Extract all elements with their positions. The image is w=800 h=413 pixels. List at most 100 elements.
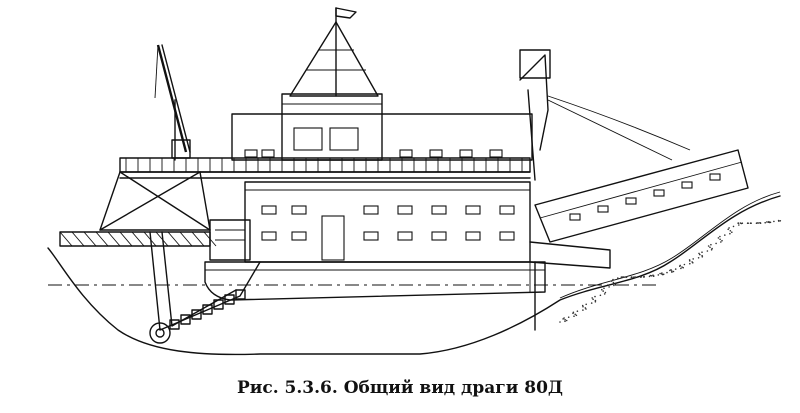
soil-dot [657, 274, 660, 276]
soil-dot [599, 294, 602, 297]
soil-dot [729, 232, 731, 235]
soil-dot [612, 278, 614, 281]
soil-dot [617, 277, 619, 279]
conveyor-window [709, 173, 721, 181]
soil-dot [724, 234, 726, 236]
soil-dot [582, 305, 584, 308]
soil-dot [622, 276, 625, 278]
soil-dot [729, 230, 732, 232]
soil-dot [563, 317, 565, 319]
soil-dot [759, 222, 761, 224]
soil-dot [710, 243, 712, 246]
soil-dot [701, 251, 703, 253]
soil-dot [590, 302, 593, 304]
bucket [213, 299, 224, 310]
soil-dot [711, 247, 713, 250]
soil-dot [681, 266, 683, 268]
soil-dot [649, 274, 652, 277]
soil-dot [610, 280, 613, 282]
truss-strut [143, 231, 157, 247]
window [431, 231, 447, 241]
soil-dot [567, 316, 570, 319]
window [291, 205, 307, 215]
soil-dot [719, 235, 721, 238]
soil-dot [594, 301, 597, 303]
soil-dot [719, 238, 721, 241]
bucket [224, 294, 235, 305]
soil-dot [613, 284, 615, 287]
window [489, 149, 503, 158]
soil-dot [671, 270, 673, 272]
soil-dot [728, 227, 730, 229]
soil-dot [715, 242, 717, 245]
soil-dot [573, 315, 575, 318]
soil-dot [739, 222, 742, 224]
soil-dot [706, 250, 709, 252]
conveyor-window [625, 197, 637, 205]
window [465, 231, 481, 241]
soil-dot [680, 267, 682, 270]
soil-dot [710, 249, 713, 251]
soil-dot [612, 281, 615, 284]
soil-dot [564, 318, 566, 321]
truss-strut [167, 231, 181, 247]
soil-dot [689, 262, 691, 265]
conveyor-window [569, 213, 581, 221]
bucket [180, 314, 191, 325]
stacker-conveyor [529, 149, 749, 269]
soil-dot [709, 246, 711, 249]
soil-dot [585, 303, 587, 306]
window [499, 205, 515, 215]
soil-dot [584, 307, 587, 309]
ladder-frame [59, 171, 217, 247]
soil-dot [565, 319, 568, 322]
soil-dot [717, 237, 720, 239]
bow-platform [209, 219, 251, 261]
window [397, 231, 413, 241]
truss-strut [107, 231, 121, 247]
soil-dot [756, 222, 758, 224]
stacker-frame [519, 49, 691, 181]
soil-dot [764, 221, 766, 224]
soil-dot [732, 225, 735, 228]
soil-dot [591, 297, 593, 299]
soil-dot [727, 228, 729, 231]
crane-boom [154, 44, 191, 161]
soil-dot [564, 320, 566, 323]
window [499, 231, 515, 241]
soil-dot [741, 222, 744, 224]
soil-dot [682, 266, 684, 269]
soil-dot [768, 220, 770, 223]
top-house [231, 93, 533, 161]
soil-dot [602, 290, 604, 292]
soil-dot [773, 220, 775, 223]
soil-dot [624, 276, 626, 278]
soil-dot [674, 268, 677, 270]
bucket-ladder [149, 231, 261, 344]
soil-dot [697, 257, 700, 259]
soil-dot [698, 252, 700, 255]
window [465, 205, 481, 215]
window [244, 149, 258, 158]
window [397, 205, 413, 215]
bucket [191, 309, 202, 320]
soil-dot [670, 269, 672, 271]
soil-dot [707, 245, 710, 247]
truss-strut [191, 231, 205, 247]
soil-dot [779, 220, 782, 222]
soil-dot [746, 222, 749, 224]
conveyor-window [681, 181, 693, 189]
pontoon-hull [204, 261, 546, 331]
truss-strut [119, 231, 133, 247]
soil-dot [640, 275, 642, 278]
soil-dot [672, 270, 675, 273]
soil-dot [769, 221, 772, 224]
soil-dot [683, 263, 686, 266]
soil-dot [766, 221, 768, 223]
soil-dot [720, 241, 722, 243]
window [459, 149, 473, 158]
soil-dot [652, 274, 654, 277]
soil-dot [731, 231, 733, 233]
soil-dot [738, 224, 740, 226]
soil-dot [574, 313, 576, 316]
